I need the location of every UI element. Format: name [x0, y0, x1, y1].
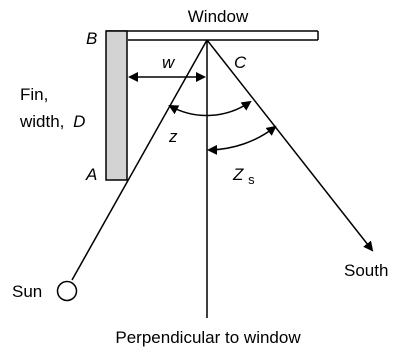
- angle-zs-sub: s: [248, 172, 255, 187]
- south-line: [206, 39, 374, 252]
- fin-label-d: D: [73, 112, 85, 131]
- point-b-label: B: [86, 29, 97, 48]
- width-symbol: w: [162, 53, 176, 72]
- sun-ray-line: [71, 39, 208, 281]
- fin-label-line2: width, D: [19, 112, 85, 131]
- fin-label-width: width,: [19, 112, 64, 131]
- angle-zs-arc: [207, 125, 277, 155]
- angle-z-label: z: [168, 127, 178, 146]
- angle-zs-label: Z s: [232, 165, 255, 187]
- point-a-label: A: [85, 165, 97, 184]
- sun-icon: [56, 280, 78, 302]
- sun-label: Sun: [12, 282, 42, 301]
- angle-zs-main: Z: [232, 165, 244, 184]
- fin-label-line1: Fin,: [20, 85, 48, 104]
- perpendicular-label: Perpendicular to window: [115, 328, 301, 347]
- south-label: South: [344, 261, 388, 280]
- angle-z-arc: [168, 100, 252, 117]
- point-c-label: C: [234, 53, 247, 72]
- window-title: Window: [188, 7, 249, 26]
- fin: [105, 30, 128, 181]
